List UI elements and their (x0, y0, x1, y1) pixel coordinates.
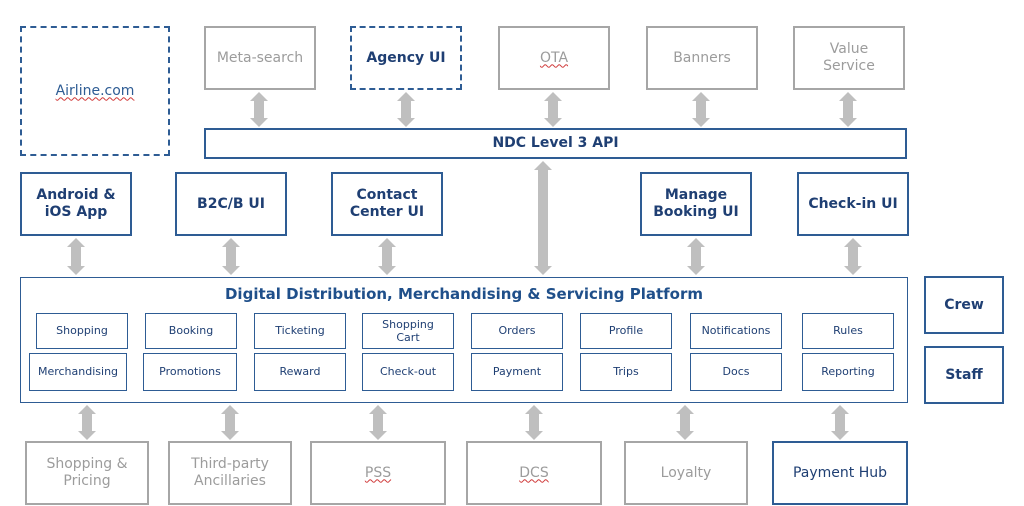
arrow-platform-payment (831, 405, 849, 440)
arrow-manage-platform (687, 238, 705, 275)
module-label: Shopping (56, 324, 108, 338)
ota-label: OTA (539, 49, 569, 66)
manage-booking-ui-label: Manage Booking UI (653, 187, 739, 220)
shopping-pricing-label: Shopping & Pricing (46, 456, 128, 489)
android-ios-app-box: Android & iOS App (20, 172, 132, 236)
crew-label: Crew (944, 296, 984, 313)
shopping-pricing-box: Shopping & Pricing (25, 441, 149, 505)
third-party-ancillaries-label: Third-party Ancillaries (191, 456, 269, 489)
value-service-box: Value Service (793, 26, 905, 90)
contact-center-ui-box: Contact Center UI (331, 172, 443, 236)
meta-search-box: Meta-search (204, 26, 316, 90)
staff-label: Staff (945, 366, 983, 383)
module-ticketing: Ticketing (254, 313, 346, 349)
arrow-android-platform (67, 238, 85, 275)
dcs-label: DCS (519, 464, 549, 481)
payment-hub-label: Payment Hub (792, 464, 888, 481)
agency-ui-label: Agency UI (366, 49, 446, 66)
meta-search-label: Meta-search (216, 49, 304, 66)
b2c-ui-box: B2C/B UI (175, 172, 287, 236)
airline-com-box: Airline.com (20, 26, 170, 156)
arrow-platform-shopping (78, 405, 96, 440)
contact-center-ui-label: Contact Center UI (349, 187, 425, 220)
module-orders: Orders (471, 313, 563, 349)
module-label: Reward (279, 365, 321, 379)
platform-title: Digital Distribution, Merchandising & Se… (224, 285, 703, 303)
module-label: Orders (498, 324, 536, 338)
module-label: Shopping Cart (382, 317, 434, 344)
payment-hub-box: Payment Hub (772, 441, 908, 505)
arrow-platform-ancillaries (221, 405, 239, 440)
module-label: Trips (613, 365, 639, 379)
agency-ui-box: Agency UI (350, 26, 462, 90)
module-rules: Rules (802, 313, 894, 349)
check-in-ui-label: Check-in UI (808, 195, 898, 212)
module-shopping: Shopping (36, 313, 128, 349)
arrow-contact-platform (378, 238, 396, 275)
loyalty-box: Loyalty (624, 441, 748, 505)
module-check-out: Check-out (362, 353, 454, 391)
third-party-ancillaries-box: Third-party Ancillaries (168, 441, 292, 505)
module-label: Reporting (821, 365, 875, 379)
ndc-api-label: NDC Level 3 API (492, 135, 619, 152)
banners-label: Banners (673, 49, 731, 66)
arrow-platform-pss (369, 405, 387, 440)
crew-box: Crew (924, 276, 1004, 334)
module-profile: Profile (580, 313, 672, 349)
pss-label: PSS (364, 464, 392, 481)
check-in-ui-box: Check-in UI (797, 172, 909, 236)
module-label: Promotions (159, 365, 221, 379)
loyalty-label: Loyalty (660, 464, 712, 481)
module-booking: Booking (145, 313, 237, 349)
module-shopping-cart: Shopping Cart (362, 313, 454, 349)
android-ios-app-label: Android & iOS App (36, 187, 116, 220)
arrow-value-api (839, 92, 857, 127)
arrow-banners-api (692, 92, 710, 127)
arrow-ota-api (544, 92, 562, 127)
arrow-agency-api (397, 92, 415, 127)
module-merchandising: Merchandising (29, 353, 127, 391)
module-promotions: Promotions (143, 353, 237, 391)
ndc-api-bar: NDC Level 3 API (204, 128, 907, 159)
staff-box: Staff (924, 346, 1004, 404)
module-label: Merchandising (37, 365, 119, 379)
pss-box: PSS (310, 441, 446, 505)
arrow-meta-api (250, 92, 268, 127)
module-label: Rules (833, 324, 863, 338)
arrow-b2c-platform (222, 238, 240, 275)
arrow-platform-loyalty (676, 405, 694, 440)
b2c-ui-label: B2C/B UI (197, 195, 265, 212)
module-reporting: Reporting (802, 353, 894, 391)
arrow-checkin-platform (844, 238, 862, 275)
banners-box: Banners (646, 26, 758, 90)
module-payment: Payment (471, 353, 563, 391)
module-label: Check-out (379, 365, 437, 379)
arrow-api-platform (534, 161, 552, 275)
module-reward: Reward (254, 353, 346, 391)
dcs-box: DCS (466, 441, 602, 505)
value-service-label: Value Service (823, 41, 875, 74)
manage-booking-ui-box: Manage Booking UI (640, 172, 752, 236)
module-label: Profile (608, 324, 644, 338)
airline-com-label: Airline.com (55, 82, 135, 99)
module-label: Docs (722, 365, 750, 379)
module-label: Booking (168, 324, 214, 338)
module-trips: Trips (580, 353, 672, 391)
module-label: Ticketing (275, 324, 325, 338)
module-notifications: Notifications (690, 313, 782, 349)
ota-box: OTA (498, 26, 610, 90)
arrow-platform-dcs (525, 405, 543, 440)
module-label: Payment (492, 365, 542, 379)
module-label: Notifications (701, 324, 771, 338)
module-docs: Docs (690, 353, 782, 391)
